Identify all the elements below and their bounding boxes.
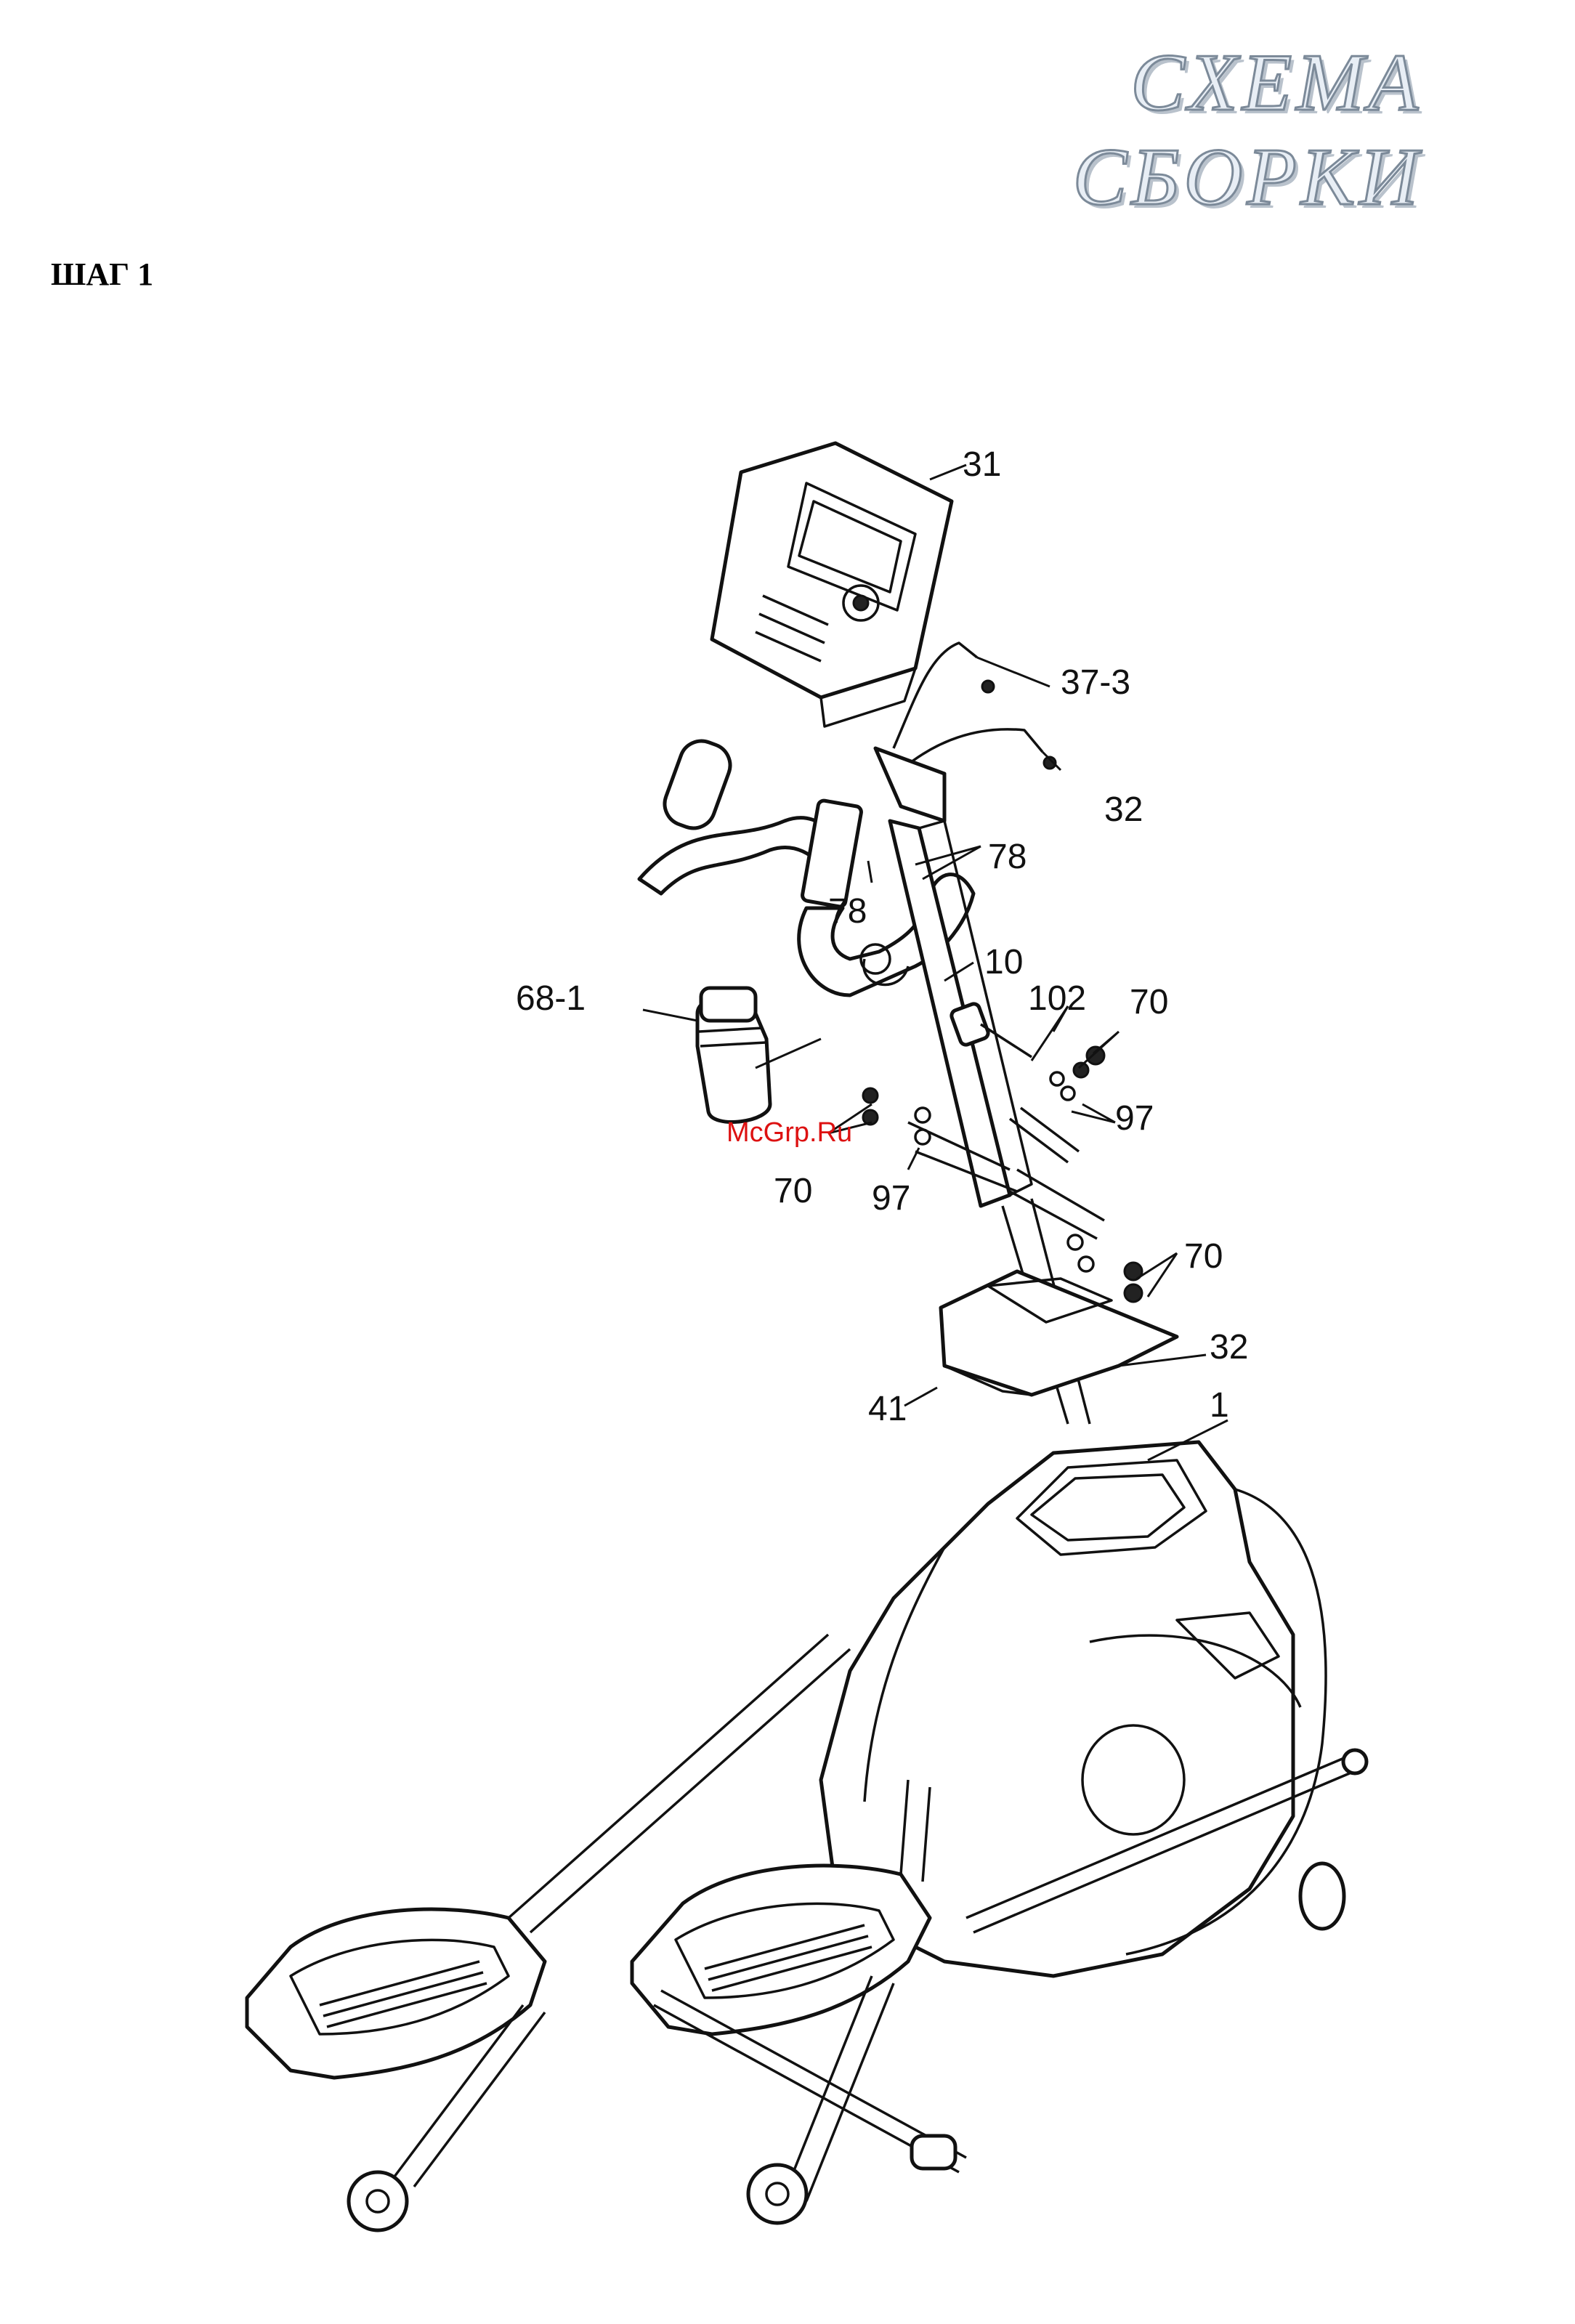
callout-97-right: 97: [1115, 1099, 1154, 1138]
callout-10: 10: [984, 943, 1023, 981]
callout-1: 1: [1210, 1386, 1229, 1425]
callout-32-top: 32: [1104, 790, 1143, 829]
callout-102: 102: [1028, 979, 1086, 1018]
callout-41: 41: [868, 1390, 907, 1428]
callout-32-bottom: 32: [1210, 1328, 1248, 1367]
callout-70-left: 70: [774, 1172, 812, 1210]
callout-78-left: 78: [828, 892, 867, 931]
main-frame-part: [247, 1442, 1367, 2230]
callout-70-bottom: 70: [1184, 1237, 1223, 1276]
callout-31: 31: [963, 445, 1001, 484]
water-bottle-part: [697, 988, 770, 1122]
callout-70-top: 70: [1130, 983, 1168, 1021]
watermark: McGrp.Ru: [726, 1117, 852, 1149]
callout-97-left: 97: [872, 1179, 910, 1218]
callout-68-1: 68-1: [516, 979, 586, 1018]
console-part: [712, 443, 952, 726]
callout-37-3: 37-3: [1061, 663, 1130, 702]
callout-78-right: 78: [988, 838, 1027, 876]
handlebar-part: [639, 643, 1042, 995]
